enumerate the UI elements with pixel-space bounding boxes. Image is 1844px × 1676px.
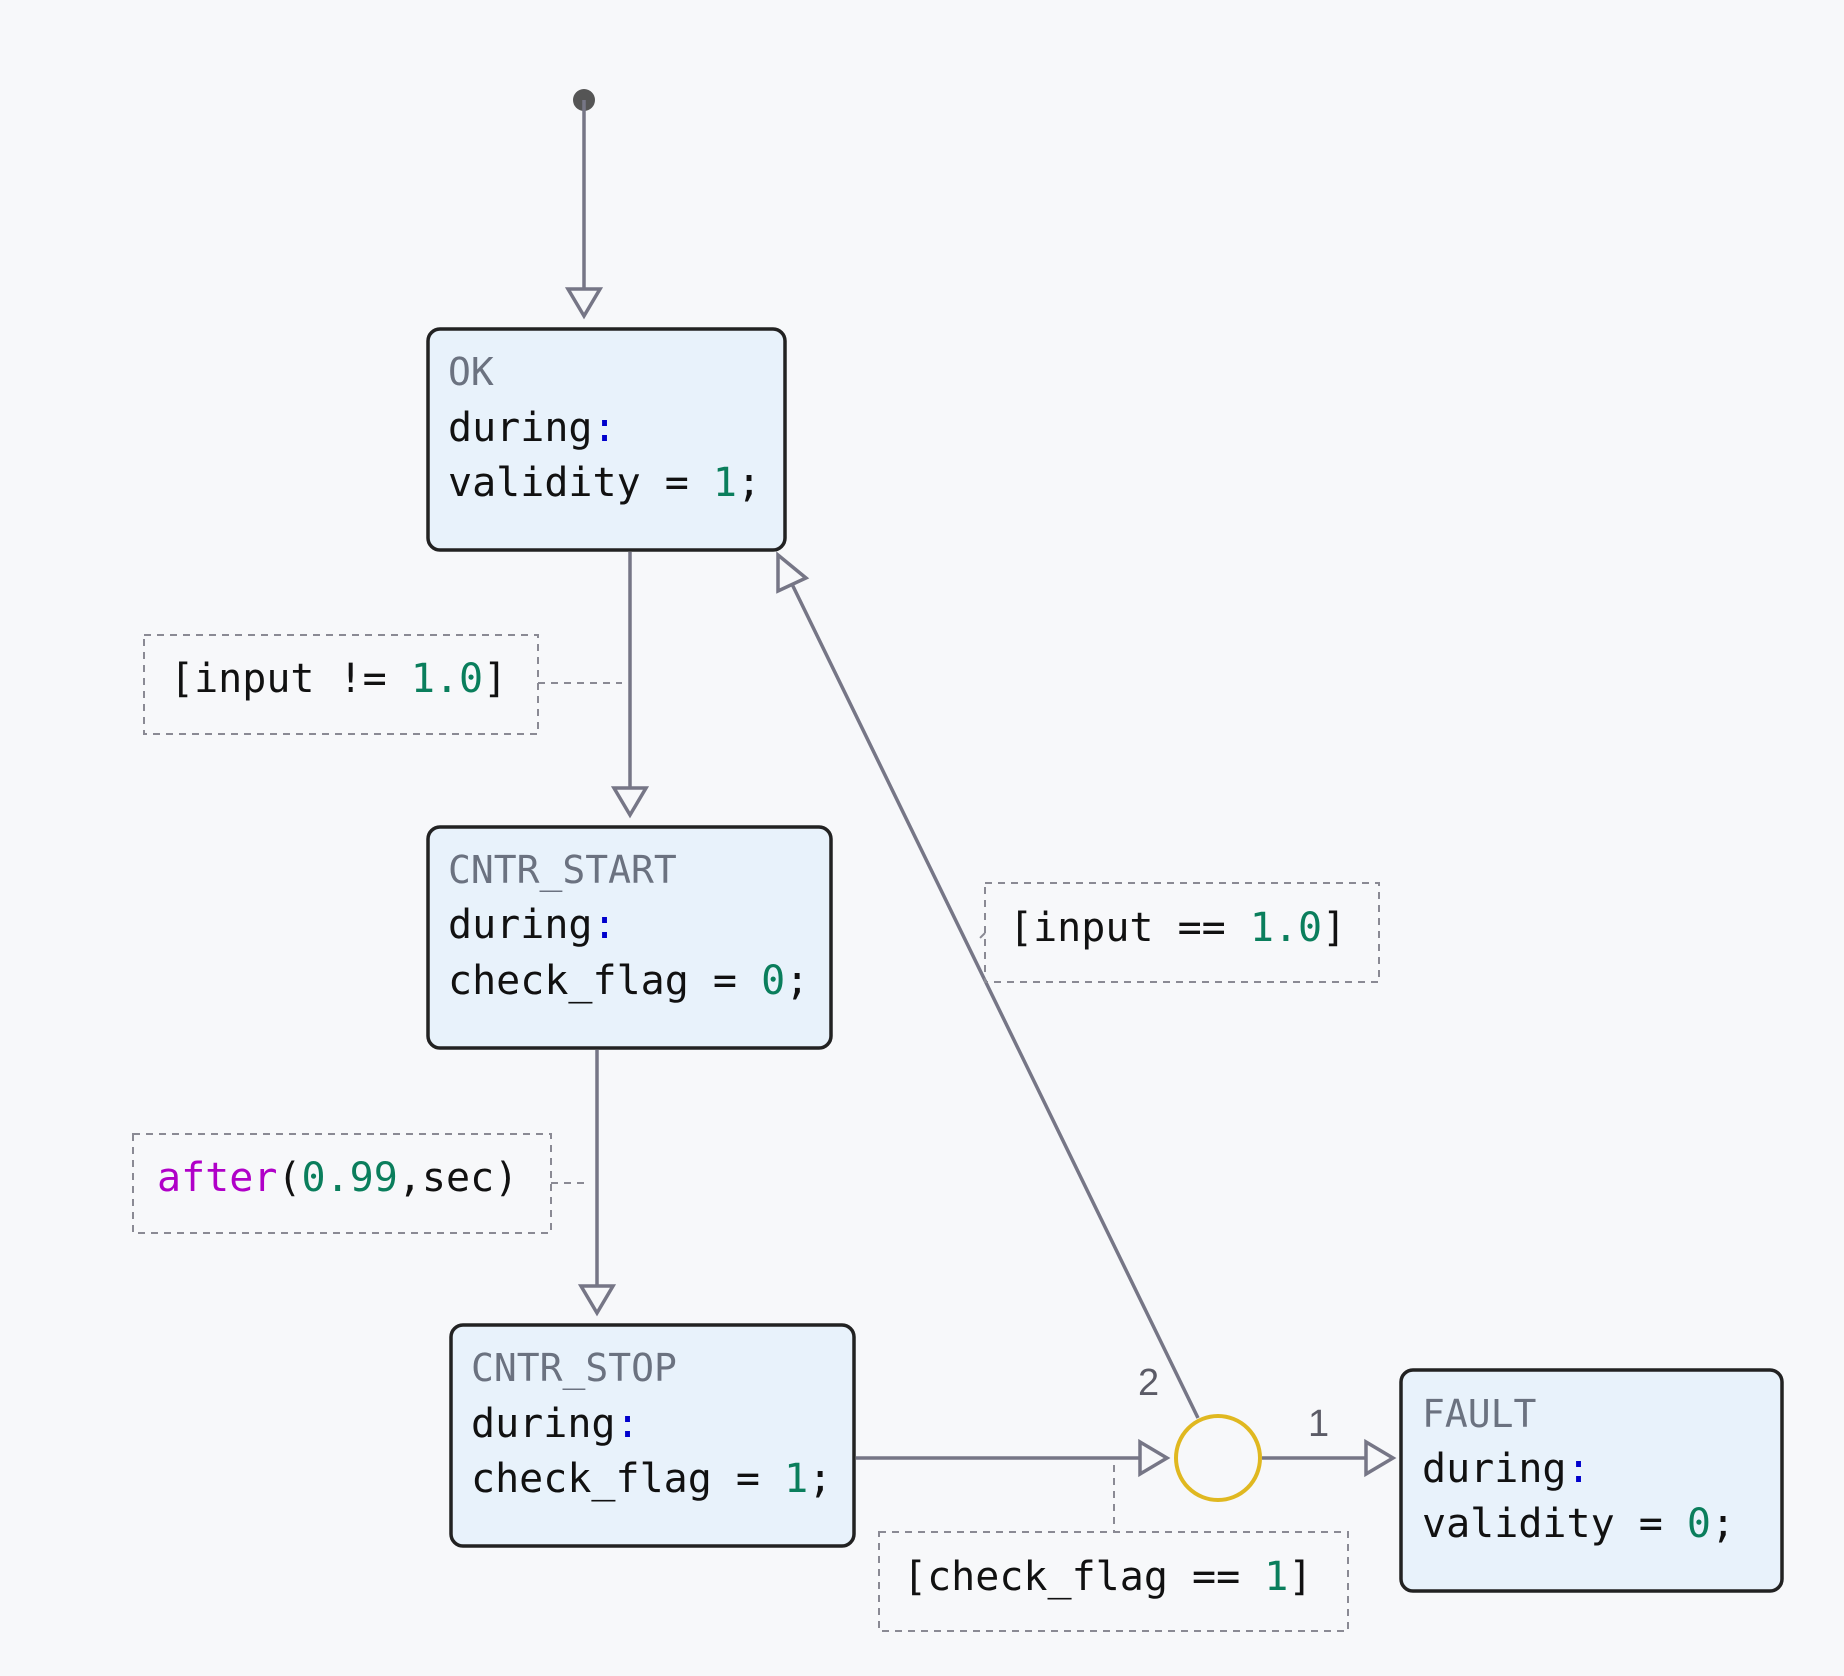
transition-cntr-start-to-cntr-stop[interactable] [577,1050,617,1317]
state-cntr-start-box [426,825,833,1050]
state-fault[interactable]: FAULT during: validity = 0; [1399,1368,1784,1593]
transition-cntr-stop-to-junction-arrowhead [1138,1438,1171,1478]
state-ok-action: validity = 1; [448,460,761,506]
guard-junction-to-ok-text: [input == 1.0] [1009,905,1346,951]
transition-cntr-stop-to-junction[interactable] [856,1438,1171,1478]
state-ok-action-label: during: [448,405,617,451]
priority-label-to-fault: 1 [1308,1403,1329,1445]
state-cntr-stop[interactable]: CNTR_STOP during: check_flag = 1; [449,1323,856,1548]
transition-junction-to-fault[interactable] [1262,1438,1397,1478]
state-cntr-start-action: check_flag = 0; [448,958,809,1004]
guard-cntr-start-to-cntr-stop[interactable]: after(0.99,sec) [132,1133,590,1234]
transition-cntr-start-to-cntr-stop-arrowhead [577,1284,617,1317]
priority-label-to-ok: 2 [1138,1362,1159,1404]
guard-ok-to-cntr-start[interactable]: [input != 1.0] [143,634,622,735]
transition-junction-to-fault-arrowhead [1364,1438,1397,1478]
connective-junction[interactable] [1174,1414,1262,1502]
state-cntr-start-action-label: during: [448,902,617,948]
guard-cntr-start-to-cntr-stop-text: after(0.99,sec) [157,1155,518,1201]
state-cntr-stop-action: check_flag = 1; [471,1456,832,1502]
guard-cntr-start-to-cntr-stop-box [132,1133,552,1234]
state-fault-action: validity = 0; [1422,1501,1735,1547]
transition-junction-to-ok[interactable] [776,551,1200,1419]
state-ok-title: OK [448,350,494,394]
transition-ok-to-cntr-start-arrowhead [610,786,650,819]
guard-ok-to-cntr-start-box [143,634,539,735]
state-ok[interactable]: OK during: validity = 1; [426,327,787,552]
default-transition[interactable] [564,89,604,320]
transition-ok-to-cntr-start[interactable] [610,552,650,819]
state-cntr-start[interactable]: CNTR_START during: check_flag = 0; [426,825,833,1050]
transition-junction-to-ok-arrowhead [776,551,810,594]
state-ok-box [426,327,787,552]
guard-cntr-stop-to-junction[interactable]: [check_flag == 1] [878,1465,1349,1632]
guard-ok-to-cntr-start-text: [input != 1.0] [170,656,507,702]
state-fault-title: FAULT [1422,1392,1536,1436]
state-cntr-stop-box [449,1323,856,1548]
state-cntr-stop-action-label: during: [471,1401,640,1447]
default-transition-arrowhead [564,287,604,320]
state-cntr-stop-title: CNTR_STOP [471,1346,677,1391]
state-cntr-start-title: CNTR_START [448,848,677,893]
state-fault-action-label: during: [1422,1446,1591,1492]
state-fault-box [1399,1368,1784,1593]
guard-junction-to-ok-box [984,882,1380,983]
guard-cntr-stop-to-junction-text: [check_flag == 1] [903,1554,1312,1600]
guard-junction-to-ok[interactable]: [input == 1.0] [975,882,1380,983]
